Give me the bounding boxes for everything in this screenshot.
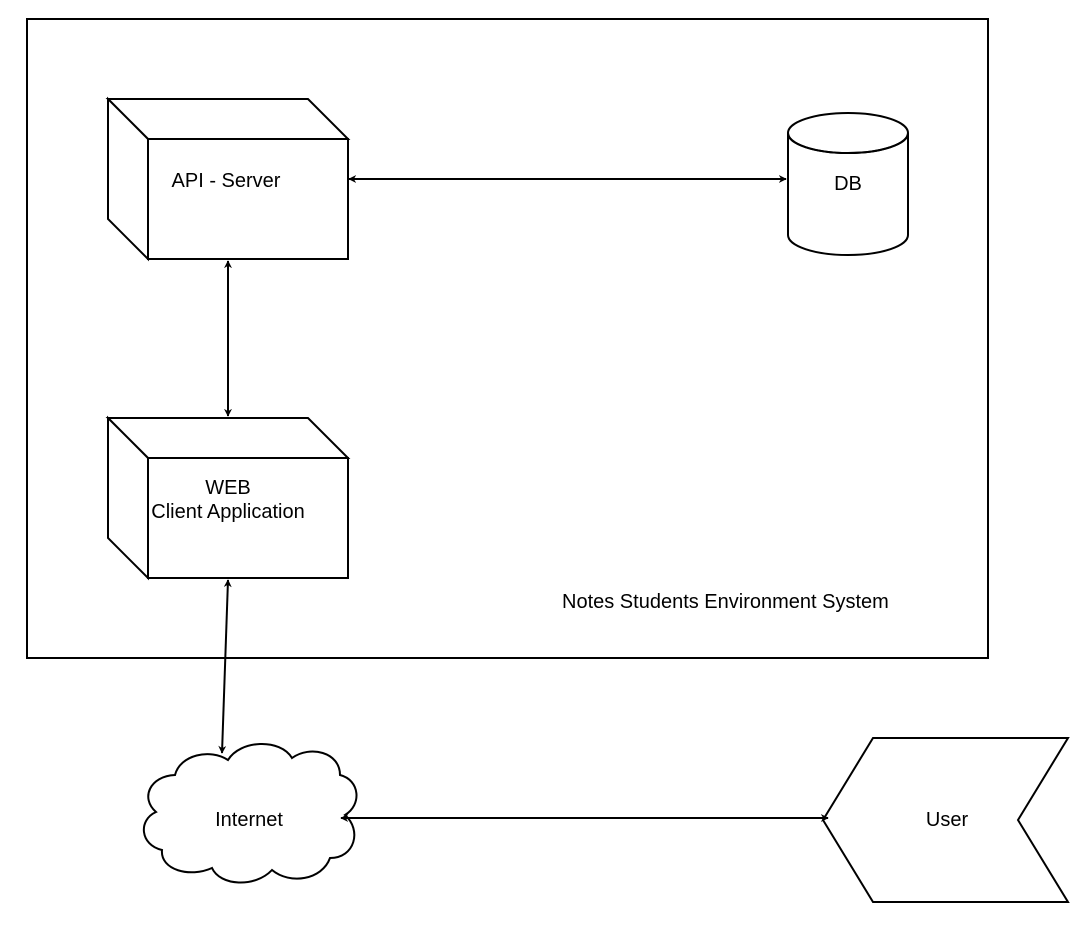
- internet-cloud: [142, 743, 358, 884]
- db-node: [787, 112, 909, 256]
- web-client-label-line1: WEB: [205, 477, 251, 499]
- user-label: User: [925, 809, 969, 831]
- web-client-node: [105, 415, 351, 581]
- system-boundary-label: Notes Students Environment System: [562, 591, 889, 613]
- api-server-label: API - Server: [171, 170, 281, 192]
- web-client-label: WEB Client Application: [151, 476, 304, 524]
- internet-label: Internet: [215, 809, 283, 831]
- db-label: DB: [834, 173, 862, 195]
- web-client-label-line2: Client Application: [151, 501, 305, 523]
- edge-web-internet: [218, 579, 232, 754]
- api-server-node: [105, 96, 351, 262]
- system-boundary: [26, 18, 989, 659]
